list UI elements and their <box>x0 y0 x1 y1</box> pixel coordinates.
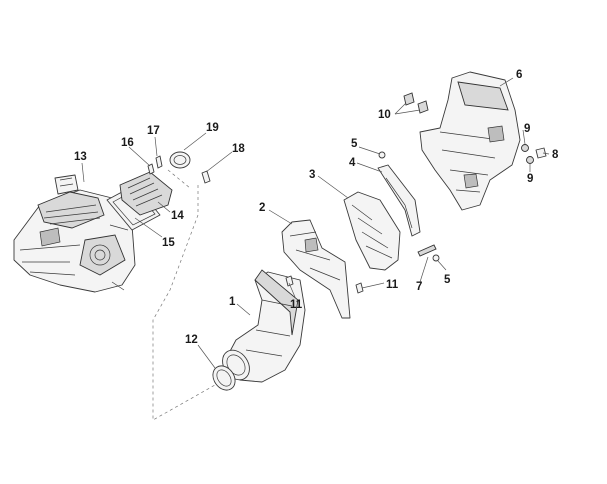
callout-1: 1 <box>229 296 236 308</box>
screw-left[interactable] <box>285 275 294 287</box>
callout-8: 8 <box>552 149 559 161</box>
callout-7: 7 <box>416 281 422 293</box>
clip[interactable] <box>417 244 437 257</box>
callout-17: 17 <box>147 125 160 137</box>
airbox-screw-lower[interactable] <box>526 156 534 164</box>
callout-11a: 11 <box>290 299 303 311</box>
callout-19: 19 <box>206 122 219 134</box>
callout-13: 13 <box>74 151 87 163</box>
callout-12: 12 <box>185 334 198 346</box>
callout-5b: 5 <box>444 274 451 286</box>
intake-boot[interactable] <box>217 269 306 385</box>
callout-6: 6 <box>516 69 522 81</box>
filter-holder[interactable] <box>281 219 351 319</box>
callout-15: 15 <box>162 237 175 249</box>
hose-clamp[interactable] <box>208 362 239 395</box>
airbox-screw-upper[interactable] <box>521 144 529 152</box>
callout-11b: 11 <box>386 279 399 291</box>
leader-lines <box>81 77 550 369</box>
airbox-clips[interactable] <box>403 92 429 114</box>
callout-9a: 9 <box>524 123 530 135</box>
callout-labels: 1 2 3 4 5 5 6 7 8 9 9 10 11 11 12 13 14 … <box>74 69 559 346</box>
airbox-nut[interactable] <box>535 147 547 159</box>
air-filter[interactable] <box>343 191 401 271</box>
screw-right[interactable] <box>355 282 364 294</box>
callout-5a: 5 <box>351 138 358 150</box>
callout-14: 14 <box>171 210 184 222</box>
callout-16: 16 <box>121 137 134 149</box>
intake-flange-ring[interactable] <box>169 151 191 169</box>
callout-9b: 9 <box>527 173 533 185</box>
intake-screws[interactable] <box>147 155 163 175</box>
washer-top[interactable] <box>378 151 386 159</box>
callout-18: 18 <box>232 143 245 155</box>
callout-10: 10 <box>378 109 391 121</box>
assembly-guide-lines <box>152 169 216 421</box>
bolt[interactable] <box>201 170 211 184</box>
filter-cage[interactable] <box>377 164 421 237</box>
callout-4: 4 <box>349 157 356 169</box>
engine-assembly[interactable] <box>13 174 136 293</box>
callout-2: 2 <box>259 202 265 214</box>
washer-bottom[interactable] <box>432 254 440 262</box>
callout-3: 3 <box>309 169 315 181</box>
air-box[interactable] <box>419 71 521 211</box>
